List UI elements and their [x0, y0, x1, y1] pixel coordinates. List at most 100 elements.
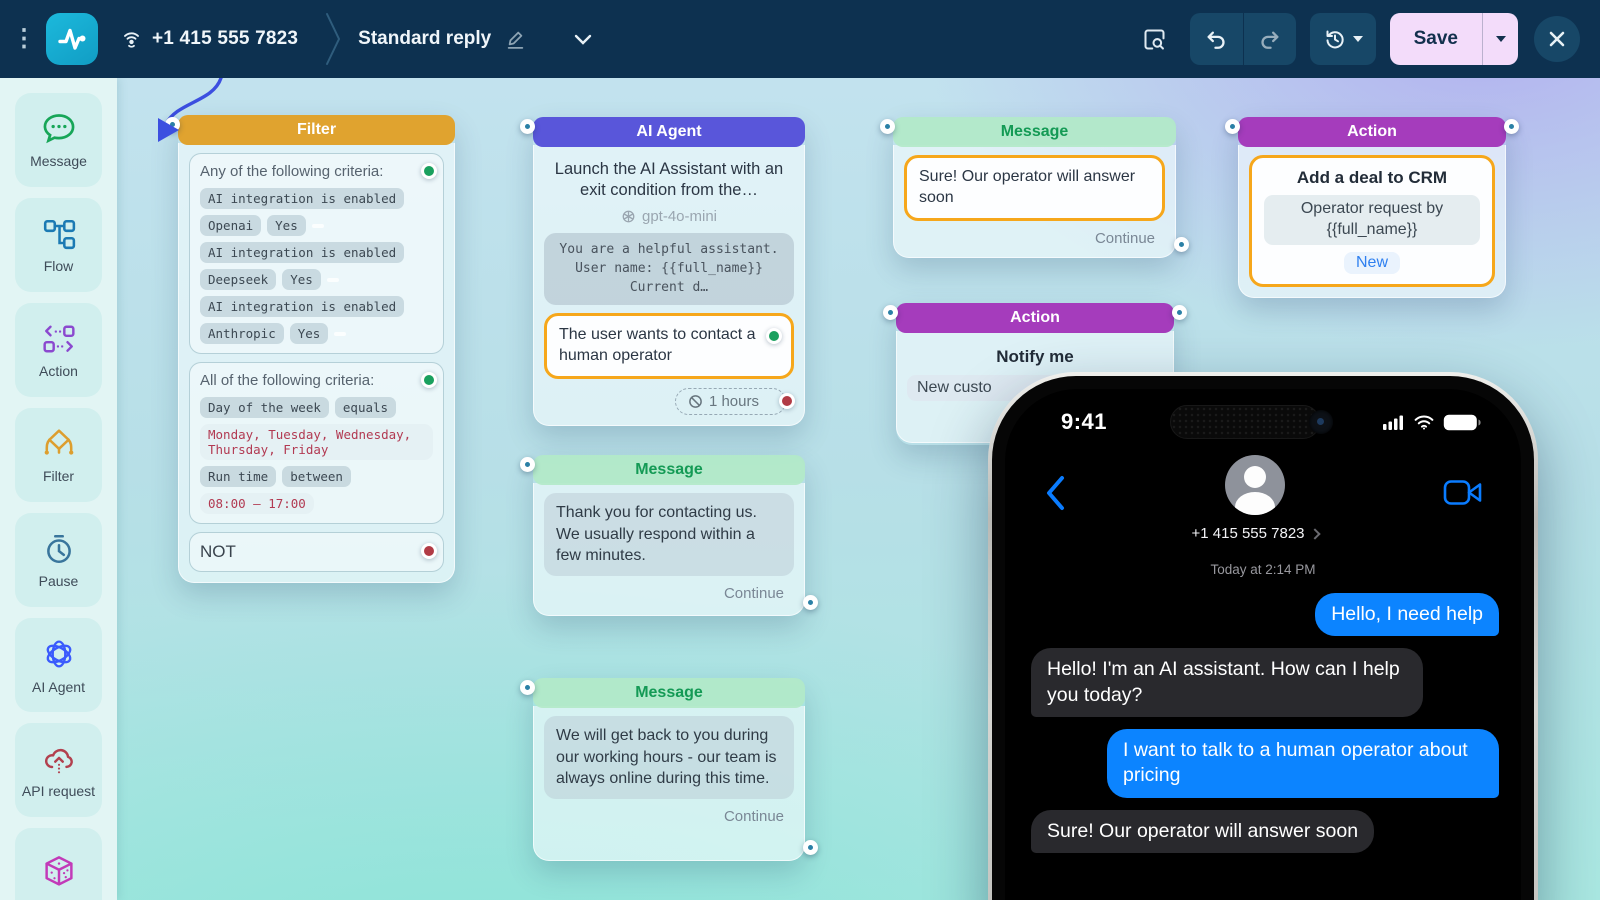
- filter-icon: [44, 428, 73, 455]
- video-call-icon[interactable]: [1443, 479, 1483, 506]
- conversation-date: Today at 2:14 PM: [1210, 562, 1316, 577]
- message-text-box[interactable]: We will get back to you during our worki…: [544, 716, 794, 799]
- filter-any-criteria[interactable]: Any of the following criteria: AI integr…: [189, 153, 444, 354]
- filter-any-output-port[interactable]: [421, 163, 437, 179]
- flow-canvas[interactable]: Filter Any of the following criteria: AI…: [117, 78, 1600, 900]
- criteria-title: Any of the following criteria:: [200, 163, 384, 180]
- message-hours-continue-port[interactable]: [803, 840, 818, 855]
- message-text-box[interactable]: Thank you for contacting us. We usually …: [544, 493, 794, 576]
- ai-agent-system-prompt[interactable]: You are a helpful assistant. User name: …: [544, 232, 794, 306]
- message-thanks-continue-port[interactable]: [803, 595, 818, 610]
- criteria-tag: between: [282, 466, 351, 487]
- topbar: ⋮ +1 415 555 7823 Standard reply: [0, 0, 1600, 78]
- undo-icon: [1207, 31, 1225, 49]
- criteria-tag: Anthropic: [200, 323, 284, 344]
- dice-icon: [44, 855, 73, 886]
- sidebar-item-label: Message: [30, 152, 87, 169]
- sidebar-item-label: Filter: [42, 467, 75, 484]
- app-logo: [46, 13, 98, 65]
- back-chevron-icon[interactable]: [1045, 475, 1067, 511]
- crm-deal-box[interactable]: Add a deal to CRM Operator request by {{…: [1249, 155, 1495, 287]
- flow-title-group: Standard reply: [358, 28, 592, 50]
- node-message-header[interactable]: Message: [533, 455, 805, 485]
- filter-not-output-port[interactable]: [421, 543, 437, 559]
- node-ai-agent-body: Launch the AI Assistant with an exit con…: [533, 145, 805, 426]
- save-button[interactable]: Save: [1413, 28, 1458, 49]
- sidebar-item-message[interactable]: Message: [15, 93, 102, 187]
- message-sure-continue-port[interactable]: [1174, 236, 1189, 252]
- timeout-output-port[interactable]: [779, 393, 795, 409]
- status-time: 9:41: [1061, 409, 1108, 434]
- api-cloud-icon: [44, 748, 73, 773]
- conversation-header: +1 415 555 7823: [1005, 435, 1521, 542]
- continue-label: Continue: [1094, 229, 1155, 247]
- node-action-crm-body: Add a deal to CRM Operator request by {{…: [1238, 145, 1506, 298]
- sidebar-item-random[interactable]: [15, 828, 102, 900]
- node-action-header[interactable]: Action: [896, 303, 1174, 333]
- ai-agent-exit-condition[interactable]: The user wants to contact a human operat…: [544, 313, 794, 379]
- ai-agent-input-port[interactable]: [520, 119, 535, 134]
- criteria-tag: Day of the week: [200, 397, 329, 418]
- save-options-button[interactable]: [1482, 13, 1518, 65]
- chevron-down-icon[interactable]: [574, 34, 592, 45]
- filter-not-branch[interactable]: NOT: [189, 532, 444, 572]
- no-entry-icon: [689, 395, 702, 408]
- crm-status-badge: New: [1343, 251, 1400, 274]
- pause-clock-icon: [46, 534, 71, 563]
- redo-button[interactable]: [1242, 13, 1296, 65]
- sidebar-item-filter[interactable]: Filter: [15, 408, 102, 502]
- node-message-thanks[interactable]: Message Thank you for contacting us. We …: [520, 455, 818, 616]
- node-action-header[interactable]: Action: [1238, 117, 1506, 147]
- sidebar-item-action[interactable]: Action: [15, 303, 102, 397]
- battery-icon: [1443, 414, 1481, 430]
- node-message-sure[interactable]: Message Sure! Our operator will answer s…: [880, 117, 1189, 258]
- exit-condition-output-port[interactable]: [766, 328, 782, 345]
- message-sure-input-port[interactable]: [880, 119, 895, 134]
- node-message-header[interactable]: Message: [893, 117, 1176, 147]
- save-split-button: Save: [1389, 13, 1518, 65]
- signal-icon: [1383, 415, 1403, 430]
- action-notify-input-port[interactable]: [883, 305, 898, 320]
- node-filter-header[interactable]: Filter: [178, 115, 455, 145]
- filter-all-criteria[interactable]: All of the following criteria: Day of th…: [189, 362, 444, 524]
- node-filter[interactable]: Filter Any of the following criteria: AI…: [165, 115, 455, 583]
- phone-screen: 9:41: [1005, 389, 1521, 900]
- message-thanks-input-port[interactable]: [520, 457, 535, 472]
- node-action-crm[interactable]: Action Add a deal to CRM Operator reques…: [1225, 117, 1519, 298]
- version-history-button[interactable]: [1310, 13, 1376, 65]
- kebab-menu-icon[interactable]: ⋮: [12, 25, 36, 52]
- node-ai-agent[interactable]: AI Agent Launch the AI Assistant with an…: [520, 117, 805, 426]
- sidebar-item-flow[interactable]: Flow: [15, 198, 102, 292]
- message-hours-input-port[interactable]: [520, 680, 535, 695]
- channel-selector[interactable]: +1 415 555 7823: [120, 28, 298, 51]
- criteria-tag: AI integration is enabled: [200, 188, 405, 209]
- node-message-body: Sure! Our operator will answer soon Cont…: [893, 145, 1176, 258]
- chat-bubble-outgoing: I want to talk to a human operator about…: [1107, 729, 1499, 798]
- action-crm-output-port[interactable]: [1504, 119, 1519, 134]
- criteria-tag: AI integration is enabled: [200, 242, 405, 263]
- close-button[interactable]: [1534, 16, 1580, 62]
- sidebar-item-label: AI Agent: [32, 678, 85, 695]
- sidebar-item-label: Action: [39, 362, 78, 379]
- criteria-value: Monday, Tuesday, Wednesday, Thursday, Fr…: [200, 424, 433, 460]
- contact-info[interactable]: +1 415 555 7823: [1191, 455, 1321, 542]
- ai-agent-model-row: gpt-4o-mini: [544, 208, 794, 225]
- message-sure-text-box[interactable]: Sure! Our operator will answer soon: [904, 155, 1165, 221]
- sidebar-item-pause[interactable]: Pause: [15, 513, 102, 607]
- openai-icon: [622, 210, 635, 223]
- flow-entry-arrow: [158, 118, 179, 142]
- sidebar-item-ai-agent[interactable]: AI Agent: [15, 618, 102, 712]
- action-notify-output-port[interactable]: [1172, 305, 1187, 320]
- node-message-header[interactable]: Message: [533, 678, 805, 708]
- timeout-label: 1 hours: [708, 393, 759, 410]
- node-message-hours[interactable]: Message We will get back to you during o…: [520, 678, 818, 861]
- sidebar-item-api-request[interactable]: API request: [15, 723, 102, 817]
- ai-agent-timeout[interactable]: 1 hours: [674, 388, 795, 415]
- action-crm-input-port[interactable]: [1225, 119, 1240, 134]
- timeout-row: 1 hours: [544, 388, 795, 415]
- edit-pencil-icon[interactable]: [505, 29, 526, 50]
- node-ai-agent-header[interactable]: AI Agent: [533, 117, 805, 147]
- minimap-search-icon[interactable]: [1133, 18, 1176, 61]
- undo-button[interactable]: [1190, 13, 1243, 65]
- filter-all-output-port[interactable]: [421, 372, 437, 388]
